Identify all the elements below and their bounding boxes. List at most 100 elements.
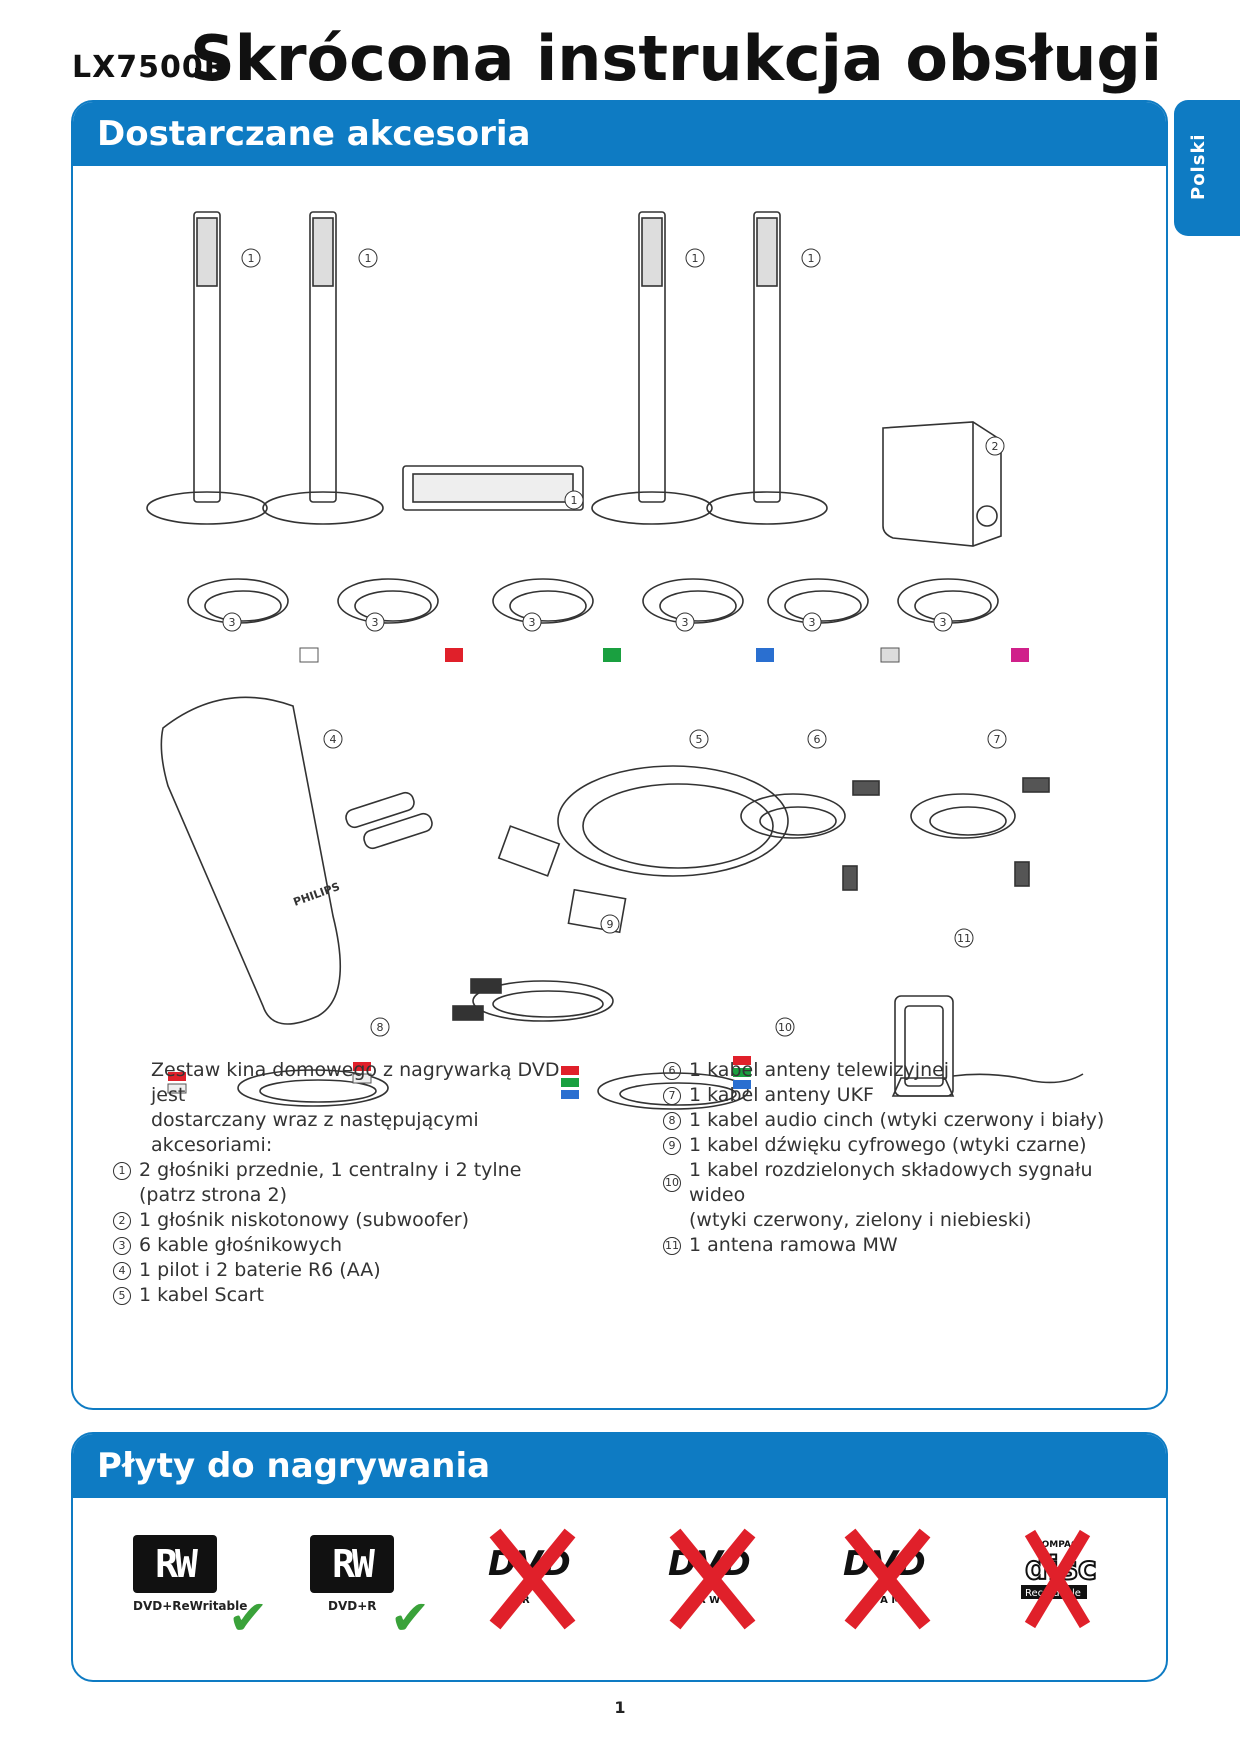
callout-number-icon: 6 <box>807 729 827 749</box>
plug-blue <box>756 648 774 662</box>
item-text: 1 kabel Scart <box>139 1284 264 1306</box>
svg-text:3: 3 <box>682 616 689 629</box>
fm-antenna-cable <box>910 777 1050 887</box>
list-item: 9 1 kabel dźwięku cyfrowego (wtyki czarne… <box>663 1133 1143 1158</box>
item-text: 2 głośniki przednie, 1 centralny i 2 tyl… <box>139 1159 522 1181</box>
item-text: 1 kabel audio cinch (wtyki czerwony i bi… <box>689 1109 1105 1131</box>
cross-icon <box>1024 1529 1091 1629</box>
svg-text:3: 3 <box>809 616 816 629</box>
callout-number-icon: 4 <box>323 729 343 749</box>
tv-antenna-cable <box>740 780 880 891</box>
svg-text:9: 9 <box>607 918 614 931</box>
item-number-icon: 8 <box>663 1111 681 1130</box>
svg-text:3: 3 <box>372 616 379 629</box>
svg-text:4: 4 <box>330 733 337 746</box>
callout-number-icon: 2 <box>985 436 1005 456</box>
disc-dvd-r: DVD R <box>488 1528 576 1630</box>
item-text: 6 kable głośnikowych <box>139 1234 343 1256</box>
item-number-icon: 9 <box>663 1136 681 1155</box>
callout-number-icon: 1 <box>685 248 705 268</box>
supported-check-icon: ✔ <box>390 1590 431 1646</box>
svg-text:3: 3 <box>229 616 236 629</box>
callout-number-icon: 1 <box>564 490 584 510</box>
plug-grey-2 <box>880 647 900 663</box>
list-item: 4 1 pilot i 2 baterie R6 (AA) <box>113 1258 583 1283</box>
item-text: 1 kabel rozdzielonych składowych sygnału… <box>689 1159 1093 1206</box>
cross-icon <box>489 1528 576 1630</box>
callout-number-icon: 1 <box>358 248 378 268</box>
subwoofer <box>882 421 1002 547</box>
digital-audio-cable <box>452 978 614 1022</box>
list-item: (wtyki czerwony, zielony i niebieski) <box>663 1208 1143 1233</box>
callout-number-icon: 3 <box>675 612 695 632</box>
list-item: 5 1 kabel Scart <box>113 1283 583 1308</box>
plug-red <box>445 648 463 662</box>
mw-loop-antenna <box>891 995 1084 1097</box>
page-number: 1 <box>614 1698 626 1717</box>
recording-discs-header: Płyty do nagrywania <box>73 1434 1166 1498</box>
item-text: 1 pilot i 2 baterie R6 (AA) <box>139 1259 381 1281</box>
svg-text:5: 5 <box>696 733 703 746</box>
callout-number-icon: 7 <box>987 729 1007 749</box>
unsupported-discs: DVD R DVD R W DVD R A M COMPACT disc Rec… <box>488 1528 1098 1630</box>
disc-cd-recordable: COMPACT disc Recordable <box>1021 1529 1098 1629</box>
svg-text:10: 10 <box>778 1021 792 1034</box>
svg-text:1: 1 <box>365 252 372 265</box>
scart-cable <box>497 765 789 934</box>
svg-text:3: 3 <box>529 616 536 629</box>
svg-text:1: 1 <box>808 252 815 265</box>
callout-number-icon: 3 <box>933 612 953 632</box>
item-text: 1 głośnik niskotonowy (subwoofer) <box>139 1209 470 1231</box>
front-speaker-right <box>262 211 384 525</box>
disc-dvd-plus-rw: RW DVD+ReWritable <box>133 1535 247 1613</box>
svg-text:1: 1 <box>571 494 578 507</box>
item-number-icon: 7 <box>663 1086 681 1105</box>
item-text: (patrz strona 2) <box>139 1184 287 1206</box>
callout-number-icon: 3 <box>802 612 822 632</box>
disc-dvd-plus-r: RW DVD+R <box>310 1535 394 1613</box>
item-number-icon: 2 <box>113 1211 131 1230</box>
callout-number-icon: 3 <box>222 612 242 632</box>
rw-logo: RW <box>310 1535 394 1593</box>
intro-line-1: Zestaw kina domowego z nagrywarką DVD je… <box>151 1059 560 1106</box>
disc-dvd-rw: DVD R W <box>668 1528 756 1630</box>
callout-number-icon: 3 <box>365 612 385 632</box>
remote-brand: PHILIPS <box>292 880 342 909</box>
item-text: 1 kabel anteny telewizyjnej <box>689 1059 950 1081</box>
cinch-plugs <box>167 1062 372 1094</box>
disc-dvd-ram: DVD R A M <box>843 1528 931 1630</box>
plug-green <box>603 648 621 662</box>
language-tab[interactable]: Polski <box>1174 100 1240 236</box>
speaker-cables <box>187 578 999 624</box>
item-text: 1 kabel dźwięku cyfrowego (wtyki czarne) <box>689 1134 1087 1156</box>
list-item: 2 1 głośnik niskotonowy (subwoofer) <box>113 1208 583 1233</box>
item-number-icon: 4 <box>113 1261 131 1280</box>
svg-text:1: 1 <box>692 252 699 265</box>
accessories-list-left: Zestaw kina domowego z nagrywarką DVD je… <box>113 1058 583 1308</box>
audio-cinch-cable <box>237 1069 389 1107</box>
callout-number-icon: 9 <box>600 914 620 934</box>
item-number-icon: 10 <box>663 1174 681 1192</box>
svg-text:2: 2 <box>992 440 999 453</box>
accessories-heading: Dostarczane akcesoria <box>97 114 531 154</box>
item-text: 1 kabel anteny UKF <box>689 1084 874 1106</box>
rear-speaker-left <box>591 211 713 525</box>
svg-text:8: 8 <box>377 1021 384 1034</box>
page-title: Skrócona instrukcja obsługi <box>190 22 1162 95</box>
rw-logo: RW <box>133 1535 217 1593</box>
callout-number-icon: 8 <box>370 1017 390 1037</box>
item-number-icon: 1 <box>113 1161 131 1180</box>
callout-number-icon: 10 <box>775 1017 795 1037</box>
center-speaker <box>402 465 584 511</box>
callout-number-icon: 3 <box>522 612 542 632</box>
item-number-icon: 5 <box>113 1286 131 1305</box>
language-tab-label: Polski <box>1188 133 1209 200</box>
item-text: (wtyki czerwony, zielony i niebieski) <box>689 1209 1032 1231</box>
list-item: (patrz strona 2) <box>113 1183 583 1208</box>
supported-check-icon: ✔ <box>228 1590 269 1646</box>
svg-text:1: 1 <box>248 252 255 265</box>
